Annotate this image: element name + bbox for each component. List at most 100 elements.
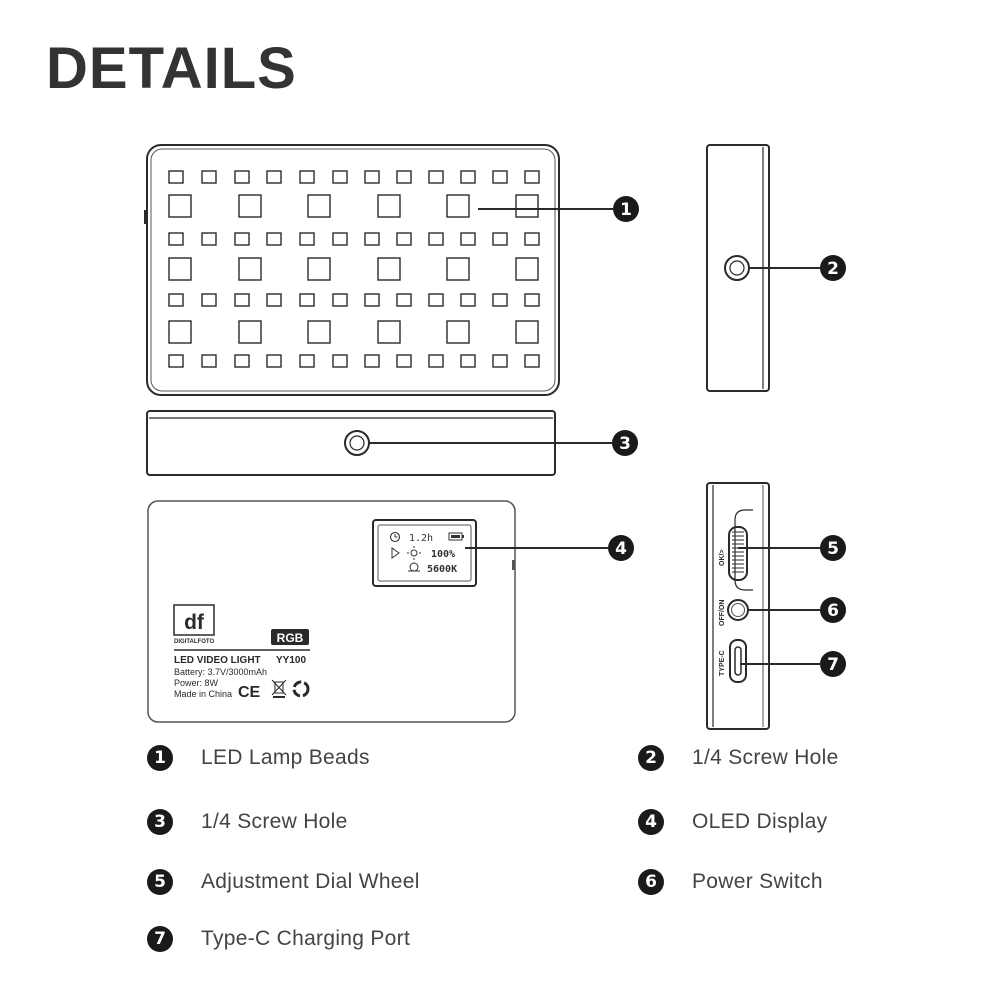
- led-bead-small: [364, 354, 380, 368]
- led-bead-small: [460, 170, 476, 184]
- callout-badge: [613, 196, 639, 222]
- led-bead-large: [168, 194, 192, 218]
- led-bead-large: [168, 257, 192, 281]
- led-bead-small: [428, 354, 444, 368]
- legend-item: 2 1/4 Screw Hole: [638, 743, 839, 773]
- led-bead-small: [492, 232, 508, 246]
- type-c-port[interactable]: [729, 639, 747, 683]
- callout-number: 4: [615, 539, 627, 559]
- power-spec: Power: 8W: [174, 678, 219, 688]
- led-bead-small: [201, 170, 217, 184]
- switch-label: OFF/ON: [719, 600, 726, 626]
- weee-bin-icon: [271, 679, 287, 698]
- led-bead-small: [364, 232, 380, 246]
- led-bead-small: [492, 293, 508, 307]
- legend-item: 6 Power Switch: [638, 867, 823, 897]
- rgb-label: RGB: [277, 631, 304, 645]
- led-bead-small: [364, 170, 380, 184]
- led-bead-small: [460, 354, 476, 368]
- led-bead-small: [524, 232, 540, 246]
- callout-number: 3: [619, 434, 631, 454]
- led-bead-small: [332, 293, 348, 307]
- legend-number: 1: [147, 745, 173, 771]
- callout-number: 6: [827, 601, 839, 621]
- callout-badge: [820, 597, 846, 623]
- sun-icon: [407, 546, 421, 560]
- led-bead-small: [266, 170, 282, 184]
- legend-number: 4: [638, 809, 664, 835]
- led-bead-small: [234, 170, 250, 184]
- rgb-badge: [271, 629, 309, 645]
- led-bead-small: [332, 354, 348, 368]
- temperature-icon: [408, 562, 420, 572]
- page-title: DETAILS: [46, 36, 297, 101]
- battery-icon: [448, 532, 464, 541]
- legend-label: Power Switch: [692, 870, 823, 893]
- led-bead-small: [299, 232, 315, 246]
- led-bead-large: [168, 320, 192, 344]
- legend-label: 1/4 Screw Hole: [692, 746, 839, 769]
- legend-label: Adjustment Dial Wheel: [201, 870, 420, 893]
- ce-mark: CE: [238, 684, 261, 701]
- callout-badge: [820, 535, 846, 561]
- adjustment-dial[interactable]: [728, 526, 748, 581]
- led-bead-large: [515, 194, 539, 218]
- led-bead-large: [307, 257, 331, 281]
- brand-logo-box: [173, 604, 215, 636]
- led-bead-small: [234, 293, 250, 307]
- led-bead-large: [307, 194, 331, 218]
- callout-badge: [612, 430, 638, 456]
- led-bead-small: [460, 232, 476, 246]
- led-bead-large: [377, 320, 401, 344]
- led-bead-small: [460, 293, 476, 307]
- led-bead-large: [238, 257, 262, 281]
- legend-number: 2: [638, 745, 664, 771]
- led-bead-small: [299, 354, 315, 368]
- led-bead-small: [201, 293, 217, 307]
- led-bead-small: [332, 170, 348, 184]
- led-bead-small: [364, 293, 380, 307]
- led-bead-small: [201, 232, 217, 246]
- legend-number: 6: [638, 869, 664, 895]
- led-bead-small: [266, 232, 282, 246]
- battery-spec: Battery: 3.7V/3000mAh: [174, 667, 267, 677]
- led-bead-small: [266, 293, 282, 307]
- legend-number: 3: [147, 809, 173, 835]
- legend-number: 5: [147, 869, 173, 895]
- led-bead-small: [428, 170, 444, 184]
- led-bead-large: [515, 320, 539, 344]
- callout-number: 5: [827, 539, 839, 559]
- led-bead-small: [428, 293, 444, 307]
- led-bead-small: [168, 170, 184, 184]
- led-bead-large: [238, 194, 262, 218]
- led-bead-small: [234, 354, 250, 368]
- brand-logo: df: [184, 611, 205, 634]
- led-bead-small: [396, 354, 412, 368]
- recycle-icon: [292, 680, 310, 698]
- front-panel: [144, 144, 560, 396]
- led-bead-small: [201, 354, 217, 368]
- led-bead-large: [238, 320, 262, 344]
- led-bead-small: [524, 170, 540, 184]
- led-bead-small: [492, 354, 508, 368]
- led-bead-small: [428, 232, 444, 246]
- callout-number: 1: [620, 200, 632, 220]
- led-bead-small: [168, 293, 184, 307]
- legend-label: 1/4 Screw Hole: [201, 810, 348, 833]
- legend-item: 5 Adjustment Dial Wheel: [147, 867, 420, 897]
- legend-number: 7: [147, 926, 173, 952]
- led-bead-small: [396, 293, 412, 307]
- callout-badge: [820, 255, 846, 281]
- product-name: LED VIDEO LIGHT: [174, 655, 261, 666]
- led-bead-small: [299, 293, 315, 307]
- back-panel: 1.2h 100% 5600K df DIGITALFOTO RGB LED V…: [147, 500, 516, 723]
- origin-text: Made in China: [174, 689, 232, 699]
- led-bead-large: [446, 194, 470, 218]
- clock-icon: [389, 531, 401, 543]
- led-bead-small: [396, 170, 412, 184]
- led-bead-large: [446, 257, 470, 281]
- side-view-controls: OK/> OFF/ON TYPE-C: [706, 482, 770, 730]
- callout-number: 2: [827, 259, 839, 279]
